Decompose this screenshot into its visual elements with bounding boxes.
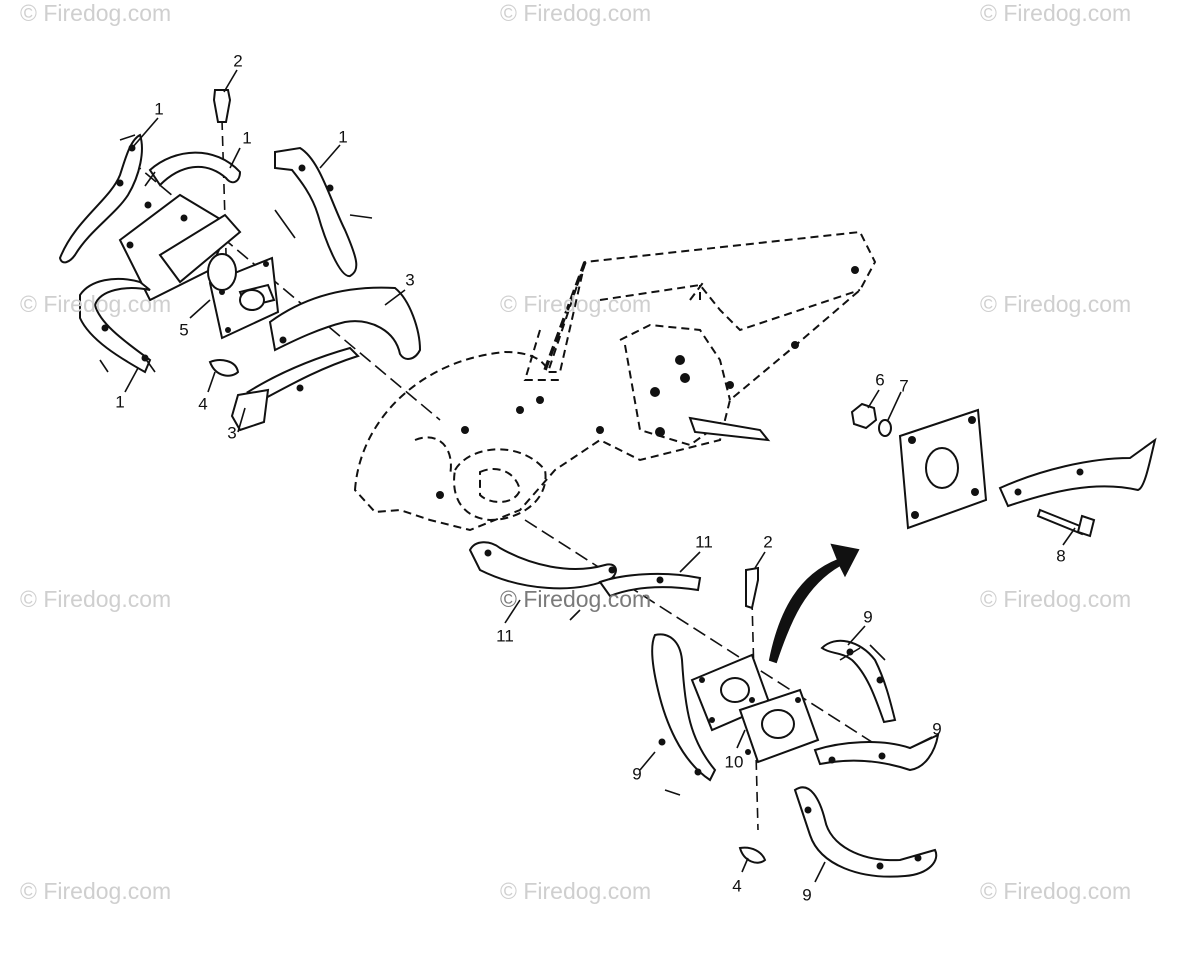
watermark-text: © Firedog.com: [980, 586, 1132, 612]
watermark-text: © Firedog.com: [980, 291, 1132, 317]
callout-label: 9: [863, 607, 873, 627]
watermark-text: © Firedog.com: [20, 0, 172, 26]
callout-label: 8: [1056, 546, 1066, 566]
callout-label: 1: [242, 128, 252, 148]
watermark-text: © Firedog.com: [500, 0, 652, 26]
callout-label: 5: [179, 320, 189, 340]
callout-label: 1: [115, 392, 125, 412]
watermark-text: © Firedog.com: [500, 291, 652, 317]
callout-label: 7: [899, 376, 909, 396]
watermark-text: © Firedog.com: [980, 0, 1132, 26]
watermark-text: © Firedog.com: [500, 878, 652, 904]
watermark-text: © Firedog.com: [20, 878, 172, 904]
callout-label: 11: [695, 532, 713, 552]
watermark-text: © Firedog.com: [20, 586, 172, 612]
callout-label: 4: [732, 876, 742, 896]
callout-label: 1: [338, 127, 348, 147]
callout-label: 9: [932, 719, 942, 739]
callout-label: 10: [724, 752, 744, 772]
callout-label: 9: [632, 764, 642, 784]
left-tine-assembly: [58, 89, 422, 432]
watermark-text: © Firedog.com: [500, 586, 652, 612]
tiller-housing-outline: [353, 230, 877, 532]
callout-label: 4: [198, 394, 208, 414]
right-side-mounting-parts: [850, 402, 1157, 538]
callout-label: 3: [405, 270, 415, 290]
callout-label: 1: [154, 99, 164, 119]
callout-leaders: [124, 69, 1076, 883]
watermark-text: © Firedog.com: [20, 291, 172, 317]
callout-label: 3: [227, 423, 237, 443]
callout-label: 2: [763, 532, 773, 552]
callout-label: 9: [802, 885, 812, 905]
callout-label: 2: [233, 51, 243, 71]
callout-label: 6: [875, 370, 885, 390]
right-tine-assembly: [468, 541, 940, 878]
callout-label: 11: [496, 626, 514, 646]
watermark-text: © Firedog.com: [980, 878, 1132, 904]
